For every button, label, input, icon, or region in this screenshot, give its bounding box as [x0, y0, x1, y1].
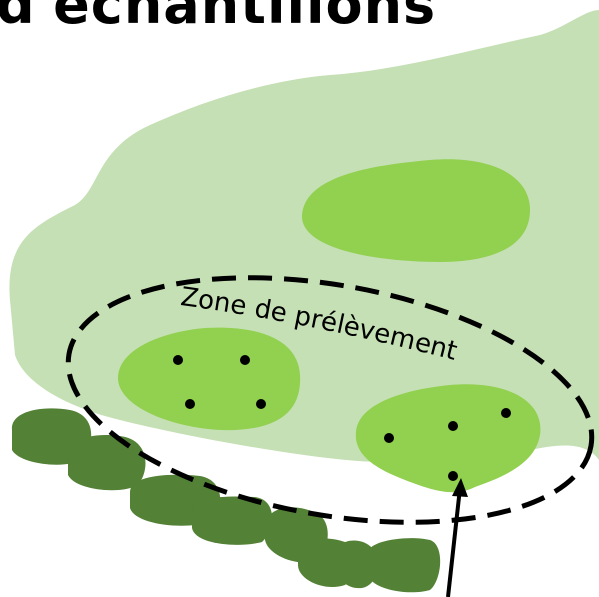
sample-point [384, 433, 394, 443]
sample-point [173, 355, 183, 365]
sample-point [256, 399, 266, 409]
sample-point [185, 399, 195, 409]
sample-point [501, 408, 511, 418]
sample-point [240, 355, 250, 365]
sample-point [448, 421, 458, 431]
pointer-arrow-icon [448, 478, 468, 597]
sample-point [448, 471, 458, 481]
